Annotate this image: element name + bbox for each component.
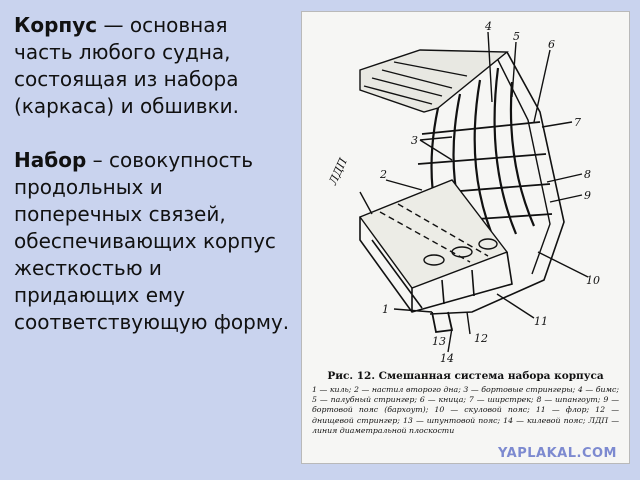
keel <box>431 311 454 333</box>
figure-panel: 4 5 6 3 7 2 8 9 ЛДП 10 1 11 12 13 14 Рис… <box>302 12 629 463</box>
figure-caption: Рис. 12. Смешанная система набора корпус… <box>312 370 619 436</box>
text-panel: Корпус — основная часть любого судна, со… <box>14 12 292 363</box>
caption-title: Рис. 12. Смешанная система набора корпус… <box>327 370 604 382</box>
term-framing: Набор <box>14 148 87 172</box>
callout-3: 3 <box>411 134 418 147</box>
callout-9: 9 <box>584 189 591 202</box>
hull-framing-drawing: 4 5 6 3 7 2 8 9 ЛДП 10 1 11 12 13 14 <box>326 20 600 365</box>
callout-7: 7 <box>574 116 581 129</box>
callout-5: 5 <box>513 30 520 43</box>
callout-13: 13 <box>432 335 446 348</box>
callout-8: 8 <box>584 168 591 181</box>
callout-2: 2 <box>379 168 387 181</box>
callout-ldp: ЛДП <box>326 156 350 188</box>
definition-hull-text: — основная часть любого судна, состоящая… <box>14 13 240 118</box>
bottom-floors <box>359 217 513 313</box>
caption-legend: 1 — киль; 2 — настил второго дна; 3 — бо… <box>312 385 619 435</box>
callout-4: 4 <box>484 20 492 33</box>
callout-10: 10 <box>586 274 600 287</box>
callout-14: 14 <box>440 352 454 365</box>
callout-6: 6 <box>548 38 555 51</box>
watermark: YAPLAKAL.COM <box>498 446 617 461</box>
callout-1: 1 <box>382 303 389 316</box>
callout-11: 11 <box>534 315 548 328</box>
side-shell <box>429 51 565 315</box>
definition-framing: Набор – совокупность продольных и попере… <box>14 147 292 336</box>
callout-12: 12 <box>474 332 488 345</box>
definition-hull: Корпус — основная часть любого судна, со… <box>14 12 292 120</box>
term-hull: Корпус <box>14 13 98 37</box>
definition-framing-text: – совокупность продольных и поперечных с… <box>14 148 290 334</box>
